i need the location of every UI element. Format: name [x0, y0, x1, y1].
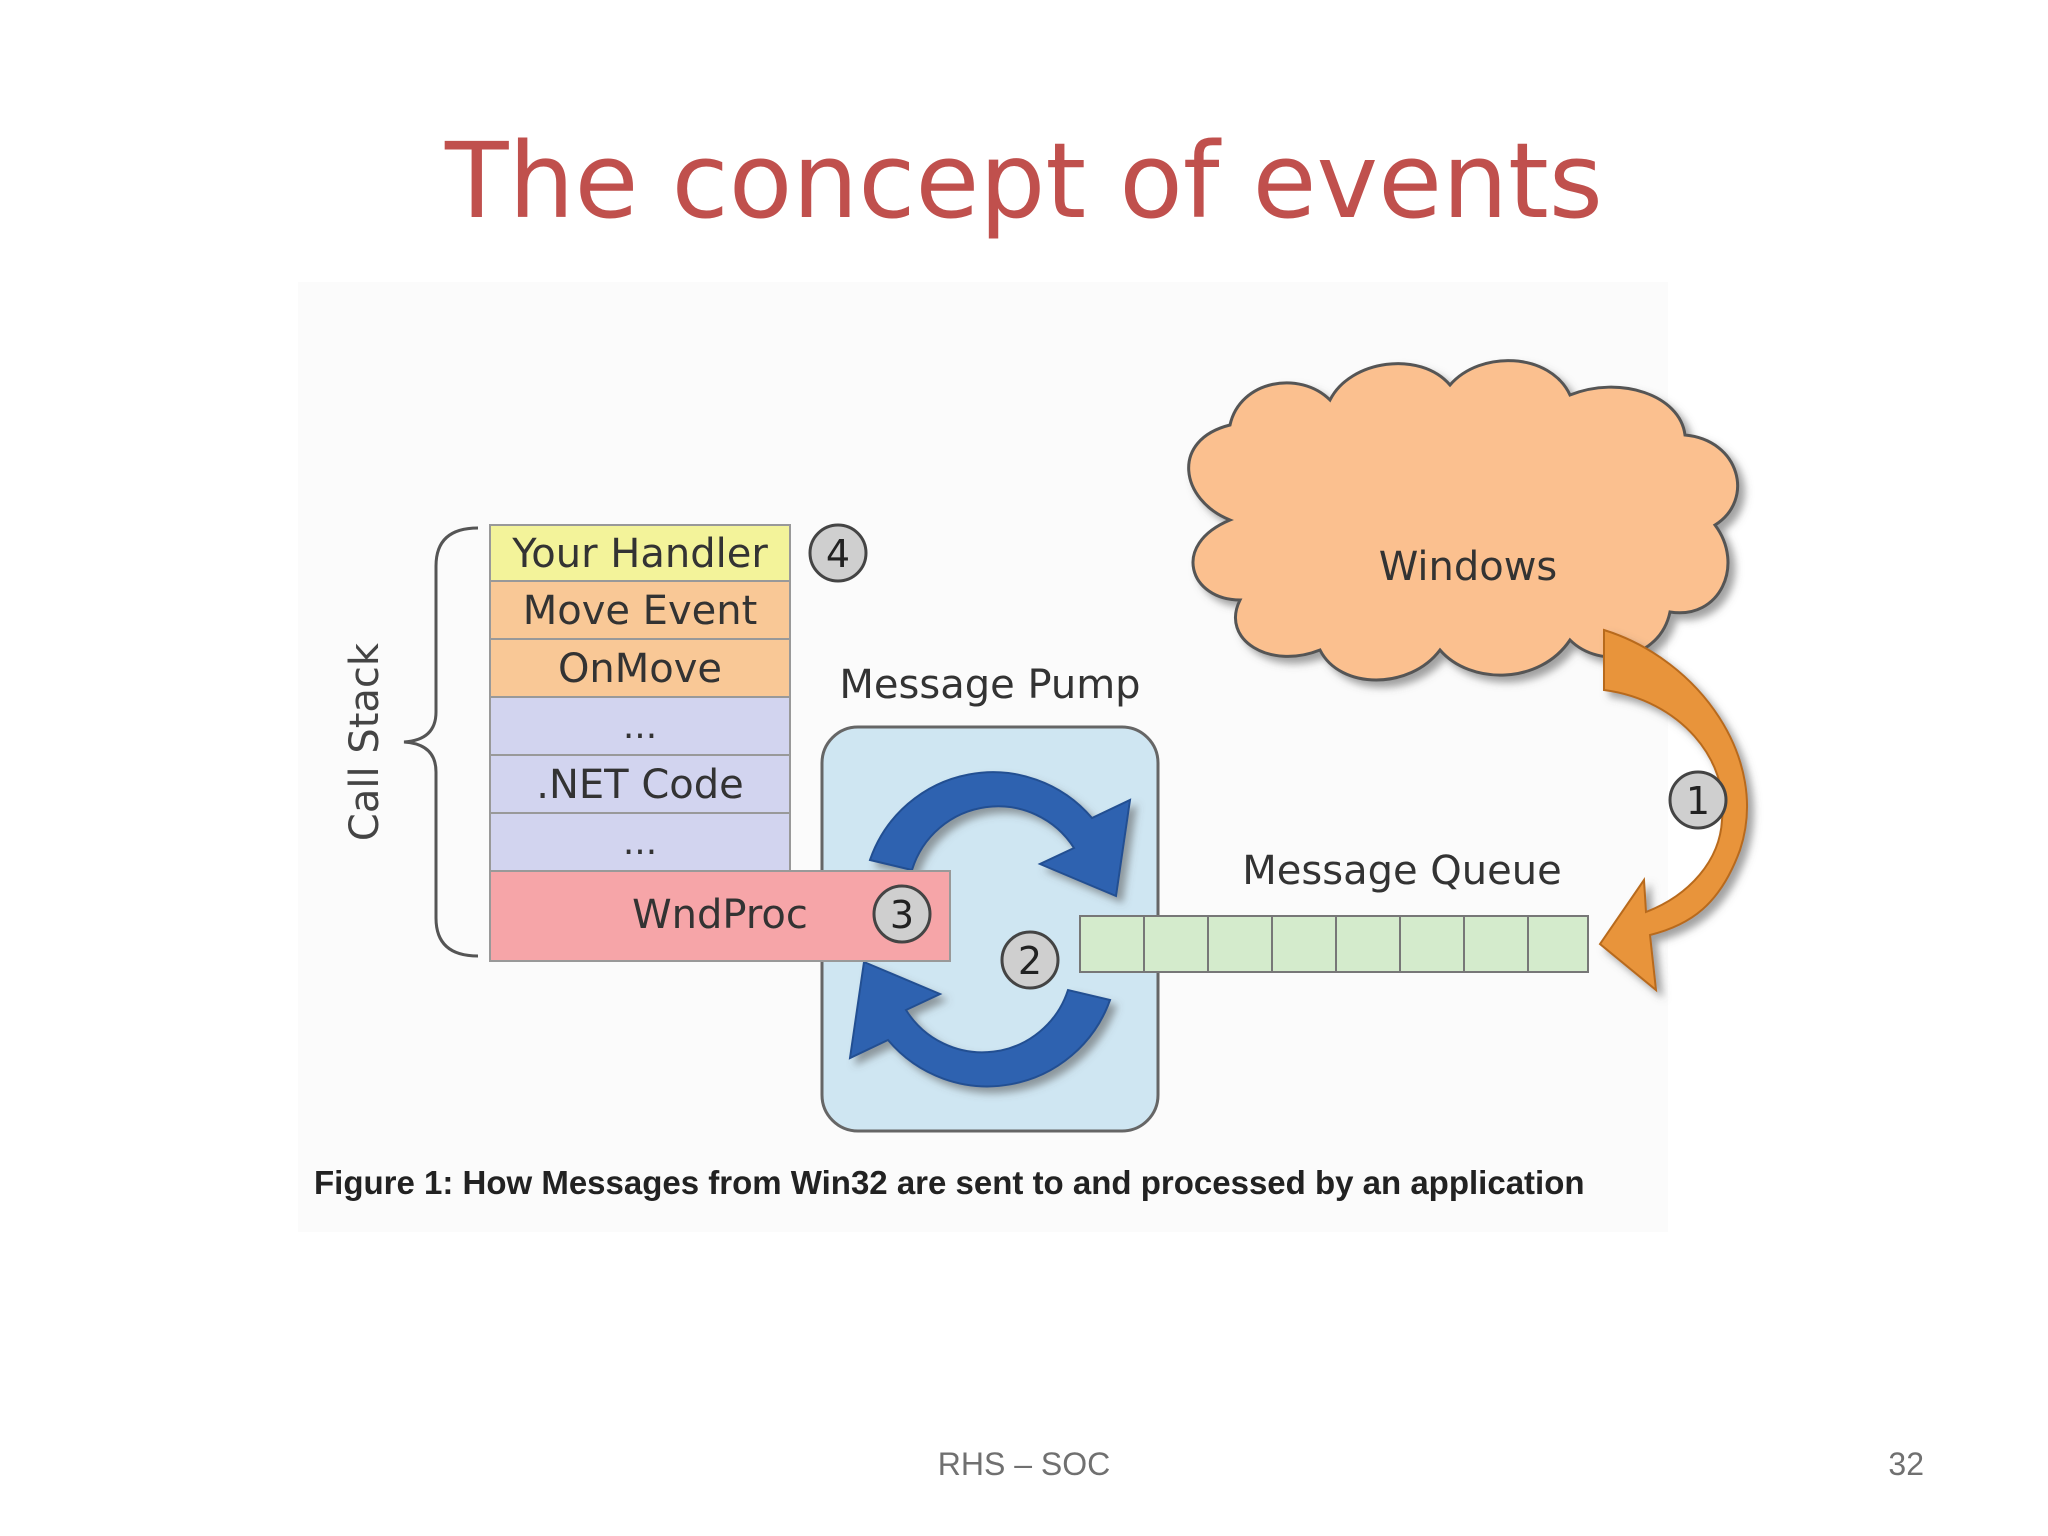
pump-arrow-top — [868, 771, 1132, 898]
page-number: 32 — [1888, 1446, 1924, 1482]
step-badge-4: 4 — [808, 523, 868, 583]
queue-cell — [1399, 915, 1465, 973]
stack-item-label: .NET Code — [536, 762, 743, 808]
queue-cell — [1143, 915, 1209, 973]
stack-item-ellipsis — [489, 812, 791, 872]
stack-item-ellipsis — [489, 696, 791, 756]
slide-title: The concept of events — [445, 120, 1603, 242]
queue-cell — [1079, 915, 1145, 973]
stack-item-net-code — [489, 754, 791, 814]
pump-arrow-bottom — [848, 960, 1112, 1088]
stack-item-label: ... — [623, 822, 657, 863]
slide-footer: RHS – SOC — [937, 1446, 1111, 1482]
windows-to-queue-arrow — [1598, 628, 1749, 993]
windows-label: Windows — [1379, 544, 1558, 590]
call-stack: Your Handler Move Event OnMove ... .NET … — [489, 524, 791, 872]
call-stack-label: Call Stack — [342, 642, 388, 841]
stack-item-label: WndProc — [632, 892, 808, 938]
step-badge-1: 1 — [1668, 770, 1728, 830]
pump-cycle-arrows — [848, 771, 1132, 1088]
call-stack-brace — [403, 526, 479, 958]
step-badge-label: 3 — [890, 893, 914, 937]
step-badge-label: 2 — [1018, 939, 1042, 983]
message-queue-label: Message Queue — [1242, 848, 1561, 894]
queue-cell — [1463, 915, 1529, 973]
message-pump-label: Message Pump — [839, 662, 1140, 708]
queue-cell — [1271, 915, 1337, 973]
stack-item-label: OnMove — [558, 646, 722, 692]
message-queue — [1079, 915, 1589, 973]
stack-item-label: Your Handler — [511, 531, 768, 577]
stack-item-label: ... — [623, 706, 657, 747]
step-badge-label: 4 — [826, 532, 850, 576]
stack-item-onmove — [489, 638, 791, 698]
queue-cell — [1335, 915, 1401, 973]
step-badge-label: 1 — [1686, 779, 1710, 823]
step-badge-3: 3 — [872, 884, 932, 944]
stack-item-label: Move Event — [523, 588, 758, 634]
windows-cloud-icon — [1187, 359, 1740, 682]
queue-cell — [1527, 915, 1589, 973]
stack-item-move-event — [489, 580, 791, 640]
queue-cell — [1207, 915, 1273, 973]
figure-caption: Figure 1: How Messages from Win32 are se… — [314, 1164, 1585, 1201]
step-badge-2: 2 — [1000, 930, 1060, 990]
